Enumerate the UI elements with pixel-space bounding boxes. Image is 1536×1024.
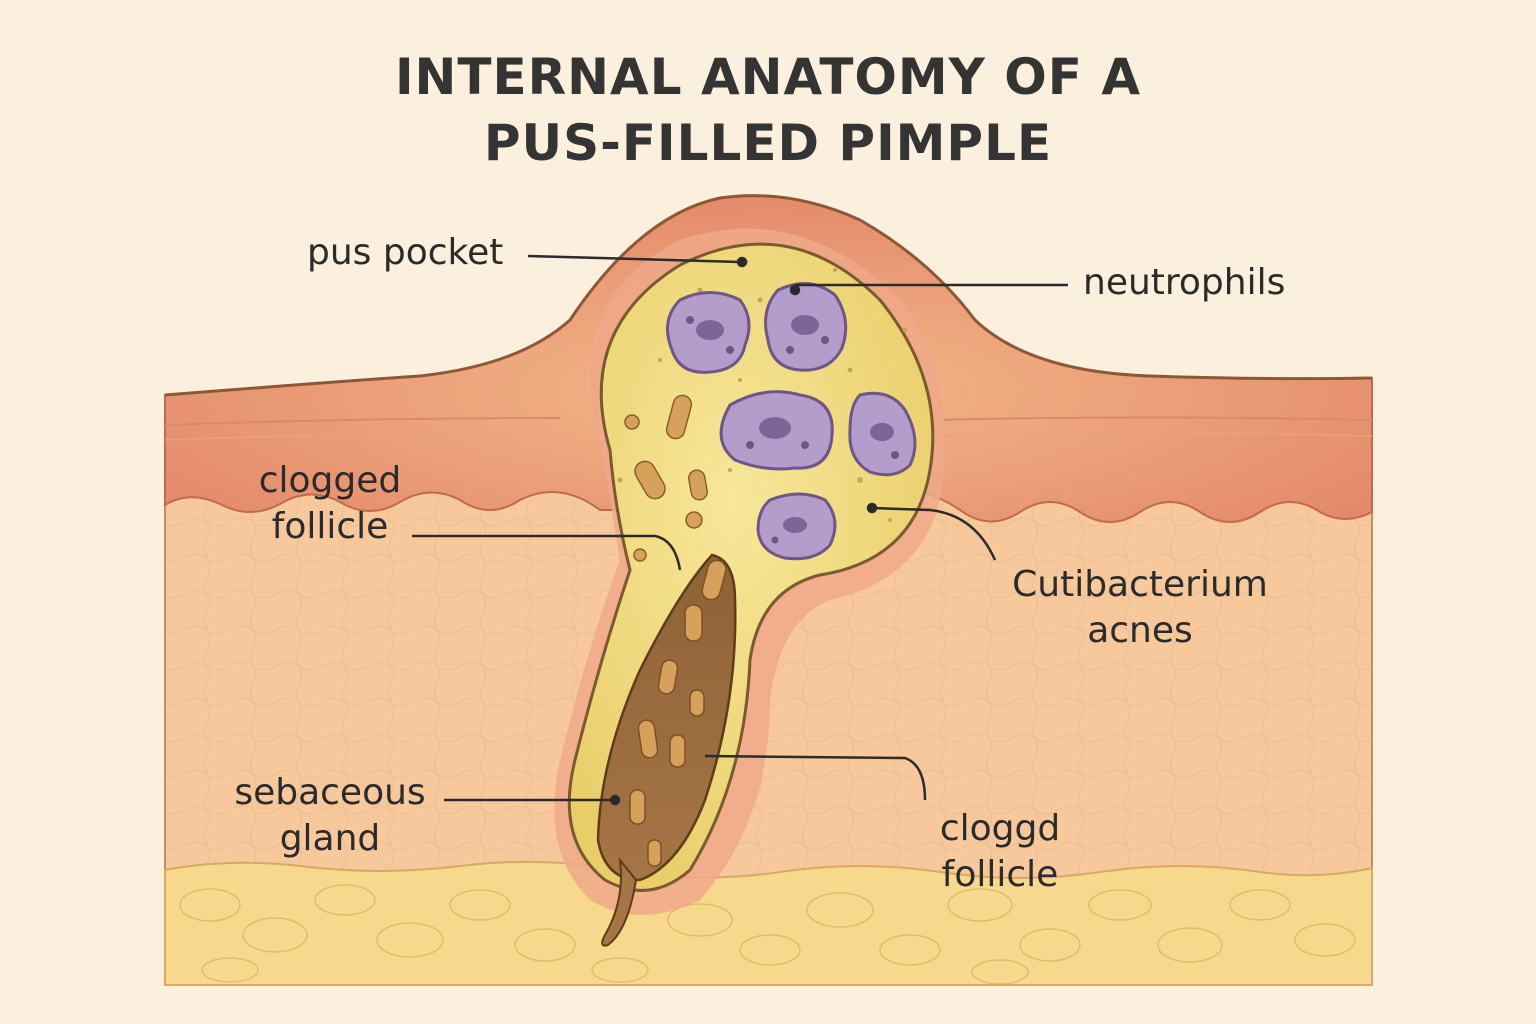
title-line-1: INTERNAL ANATOMY OF A [394, 48, 1142, 106]
label-clogged-follicle-upper-line2: follicle [271, 506, 389, 548]
neutrophil [666, 291, 751, 374]
neutrophil-cells [666, 282, 917, 561]
title-line-2: PUS-FILLED PIMPLE [483, 114, 1053, 172]
leader-clogged-follicle-2 [704, 754, 927, 801]
label-cutibacterium-line1: Cutibacterium [1012, 564, 1268, 605]
label-clogged-follicle-lower: cloggd follicle [915, 806, 1085, 898]
cutibacterium-bacteria [624, 394, 708, 562]
label-clogged-follicle-lower-line2: follicle [941, 854, 1059, 896]
neutrophil [848, 391, 917, 477]
label-sebaceous-line1: sebaceous [234, 772, 426, 813]
label-sebaceous-gland: sebaceous gland [222, 770, 438, 862]
neutrophil [719, 390, 834, 471]
label-neutrophils: neutrophils [1083, 262, 1286, 303]
label-clogged-follicle-upper-line1: clogged [258, 460, 402, 501]
leader-clogged-follicle-1 [412, 534, 682, 571]
leader-lines [412, 254, 1068, 806]
label-clogged-follicle-lower-line1: cloggd [939, 808, 1061, 849]
leader-bacterium [871, 506, 997, 561]
fat-layer [164, 860, 1373, 986]
sebaceous-duct-tail [601, 856, 638, 947]
neutrophil [764, 282, 848, 372]
sebum-granules [629, 559, 727, 867]
label-clogged-follicle-upper: clogged follicle [240, 458, 420, 550]
neutrophil [756, 492, 837, 561]
leader-pus-pocket [527, 254, 741, 264]
label-cutibacterium-line2: acnes [1087, 610, 1193, 652]
label-sebaceous-line2: gland [279, 818, 381, 860]
label-cutibacterium-acnes: Cutibacterium acnes [1000, 562, 1280, 654]
label-pus-pocket: pus pocket [307, 232, 504, 273]
